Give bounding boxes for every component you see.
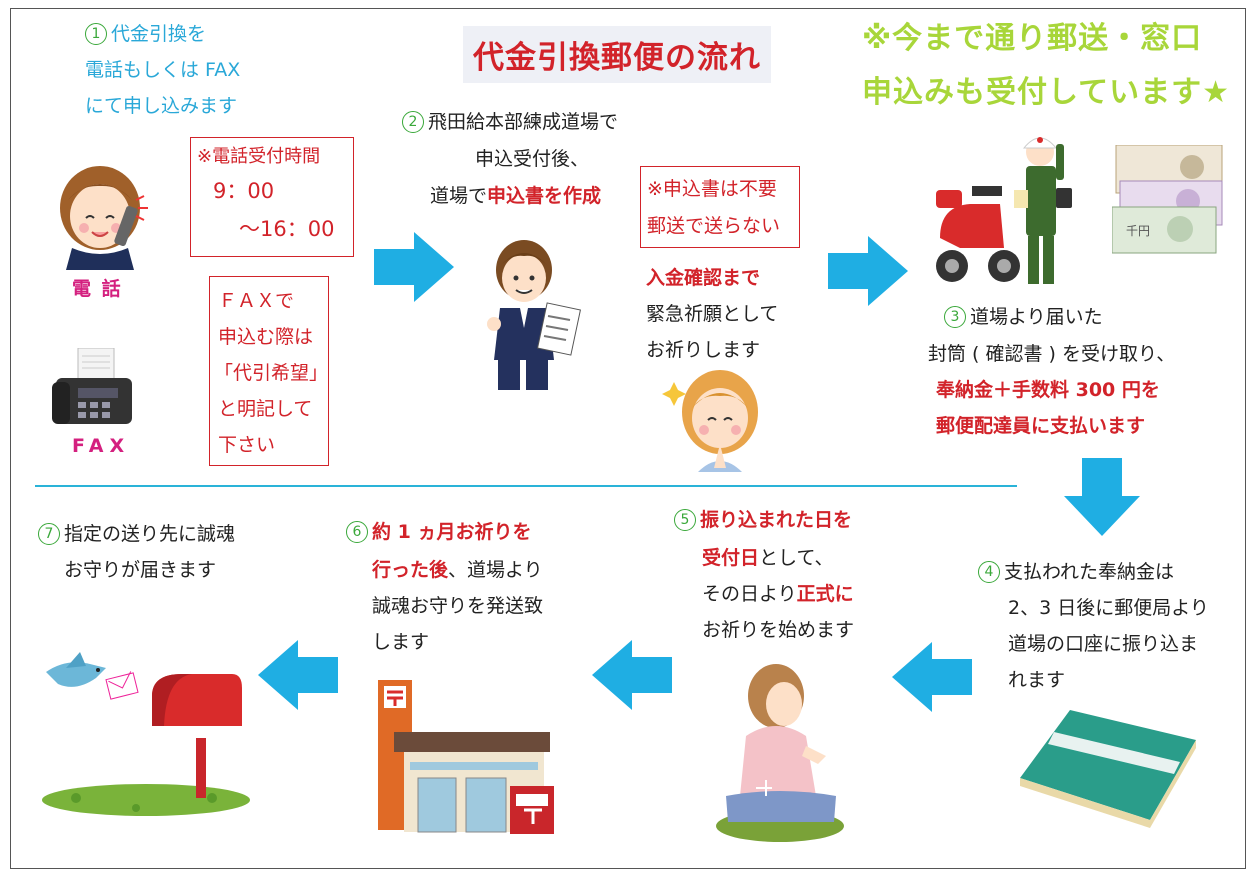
step2-number: 2 — [402, 111, 424, 133]
no-mail-line1: ※申込書は不要 — [647, 178, 777, 200]
label-telephone: 電 話 — [72, 278, 123, 300]
step6-line1-text: 約 1 ヵ月お祈りを — [372, 521, 532, 543]
step6-line2-a: 行った後 — [372, 559, 449, 581]
fax-note-line1: ＦＡＸで — [218, 290, 295, 312]
post-office-illustration — [378, 680, 554, 834]
step1-line3: にて申し込みます — [85, 95, 238, 117]
step2-line2: 申込受付後、 — [475, 148, 590, 170]
arrow-right-1 — [374, 232, 454, 302]
step1-number: 1 — [85, 23, 107, 45]
arrow-left-2 — [592, 640, 672, 710]
phone-hours-box: ※電話受付時間 9：00 〜16：00 — [190, 137, 354, 257]
fax-note-box: ＦＡＸで 申込む際は 「代引希望」 と明記して 下さい — [209, 276, 329, 466]
step3-number: 3 — [944, 306, 966, 328]
step6-line4: します — [372, 631, 430, 653]
no-mail-note-box: ※申込書は不要 郵送で送らない — [640, 166, 800, 248]
fax-machine-illustration — [52, 348, 132, 424]
notice-line-1: ※今まで通り郵送・窓口 — [862, 21, 1203, 56]
arrow-down — [1064, 458, 1140, 536]
step5-line4: お祈りを始めます — [702, 619, 855, 641]
praying-woman-illustration — [662, 370, 758, 472]
step4-line1-text: 支払われた奉納金は — [1004, 561, 1175, 583]
phone-woman-illustration — [60, 166, 148, 270]
step3-line1-text: 道場より届いた — [970, 306, 1103, 328]
postman-scooter-illustration — [936, 137, 1072, 284]
svg-text:千円: 千円 — [1126, 224, 1150, 238]
step5-line3: その日より正式に — [702, 576, 854, 612]
diagram-frame — [10, 8, 1246, 869]
step4-line3: 道場の口座に振り込ま — [1008, 633, 1199, 655]
no-mail-line2: 郵送で送らない — [647, 215, 781, 237]
step6-line3: 誠魂お守りを発送致 — [372, 595, 544, 617]
section-divider — [35, 485, 1017, 487]
bankbook-illustration — [1020, 710, 1196, 828]
money-bills-illustration: 千円 — [1112, 145, 1223, 254]
arrow-right-2 — [828, 236, 908, 306]
payment-note: 入金確認まで 緊急祈願として お祈りします — [646, 260, 778, 368]
step5-number: 5 — [674, 509, 696, 531]
step1-line2: 電話もしくは FAX — [85, 59, 241, 81]
step2-line1-text: 飛田給本部練成道場で — [428, 111, 619, 133]
step2-line3-b: 申込書を作成 — [487, 185, 602, 207]
step5-line3-b: 正式に — [796, 583, 854, 605]
label-fax: FAX — [72, 435, 131, 457]
payment-note-line1: 入金確認まで — [646, 267, 761, 289]
step6-number: 6 — [346, 521, 368, 543]
phone-hours-line3: 〜16：00 — [239, 217, 335, 241]
fax-note-line3: 「代引希望」 — [214, 362, 329, 384]
step5-line1-text: 振り込まれた日を — [700, 509, 853, 531]
step7-line2: お守りが届きます — [64, 559, 217, 581]
step4-number: 4 — [978, 561, 1000, 583]
step3-line2: 封筒 ( 確認書 ) を受け取り、 — [928, 343, 1176, 365]
arrow-left-3 — [258, 640, 338, 710]
fax-note-line2: 申込む際は — [218, 326, 314, 348]
step2-line3-a: 道場で — [430, 185, 488, 207]
mailbox-bird-illustration — [42, 652, 250, 816]
step7-line1-text: 指定の送り先に誠魂 — [64, 523, 236, 545]
fax-note-line4: と明記して — [218, 398, 313, 420]
step3-line4: 郵便配達員に支払います — [936, 415, 1146, 437]
payment-note-line3: お祈りします — [646, 339, 761, 361]
phone-hours-line1: ※電話受付時間 — [197, 146, 321, 167]
step2-line3: 道場で申込書を作成 — [430, 178, 601, 214]
step6-line2: 行った後、道場より — [372, 552, 543, 588]
step5-line2-b: として、 — [759, 547, 834, 569]
step4-line2: 2、3 日後に郵便局より — [1008, 597, 1209, 619]
payment-note-line2: 緊急祈願として — [646, 303, 779, 325]
diagram-title: 代金引換郵便の流れ — [463, 26, 771, 83]
kneeling-woman-illustration — [716, 664, 844, 842]
step1-line1: 代金引換を — [111, 23, 207, 45]
step5-line2-a: 受付日 — [702, 547, 760, 569]
step6-line2-b: 、道場より — [448, 559, 543, 581]
staff-man-illustration — [487, 240, 582, 390]
fax-note-line5: 下さい — [218, 434, 276, 456]
arrow-left-1 — [892, 642, 972, 712]
step5-line2: 受付日として、 — [702, 540, 834, 576]
step4-line4: れます — [1008, 669, 1066, 691]
notice-line-2: 申込みも受付しています★ — [862, 75, 1230, 110]
step3-line3: 奉納金＋手数料 300 円を — [936, 379, 1160, 401]
step7-number: 7 — [38, 523, 60, 545]
step5-line3-a: その日より — [702, 583, 797, 605]
phone-hours-line2: 9：00 — [213, 179, 275, 203]
